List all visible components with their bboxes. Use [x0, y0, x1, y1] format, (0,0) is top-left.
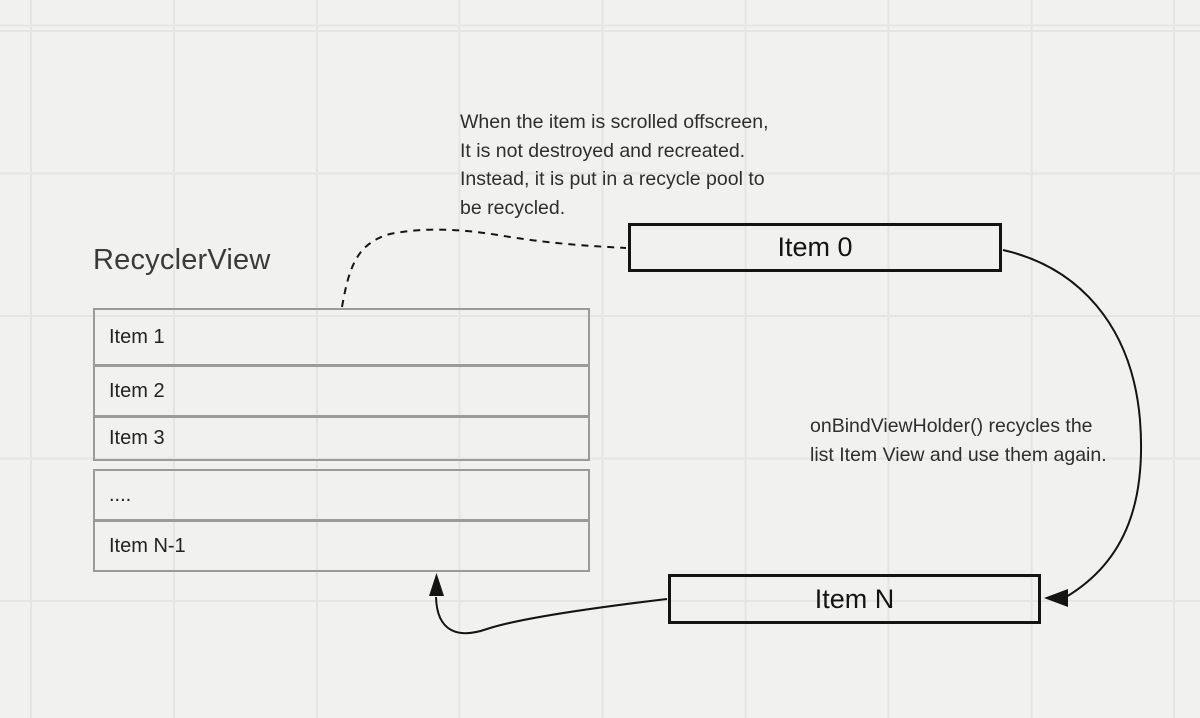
offscreen-note: When the item is scrolled offscreen, It … [460, 111, 769, 219]
list-arrowhead-icon [429, 573, 444, 596]
list-item-label: Item 2 [109, 379, 165, 402]
recycler-list: Item 1 Item 2 Item 3 .... Item N-1 [93, 308, 590, 572]
list-item-label: Item N-1 [109, 534, 186, 557]
onbindviewholder-note: onBindViewHolder() recycles the list Ite… [810, 415, 1107, 466]
list-item-row: Item N-1 [93, 520, 590, 572]
list-item-row-ellipsis: .... [93, 469, 590, 521]
list-item-row: Item 2 [93, 365, 590, 417]
list-item-label: .... [109, 483, 132, 506]
recyclerview-title: RecyclerView [93, 244, 271, 276]
itemN-arrowhead-icon [1044, 589, 1068, 607]
itemN-to-list-curve [435, 596, 668, 635]
recycle-pool-dashed-connector [341, 228, 627, 308]
list-item-label: Item 1 [109, 325, 165, 348]
list-item-row: Item 3 [93, 416, 590, 461]
itemN-box: Item N [668, 574, 1041, 624]
itemN-label: Item N [814, 583, 895, 614]
item0-box: Item 0 [628, 223, 1002, 272]
item0-label: Item 0 [777, 232, 853, 262]
list-item-label: Item 3 [109, 427, 165, 449]
list-item-row: Item 1 [93, 308, 590, 366]
